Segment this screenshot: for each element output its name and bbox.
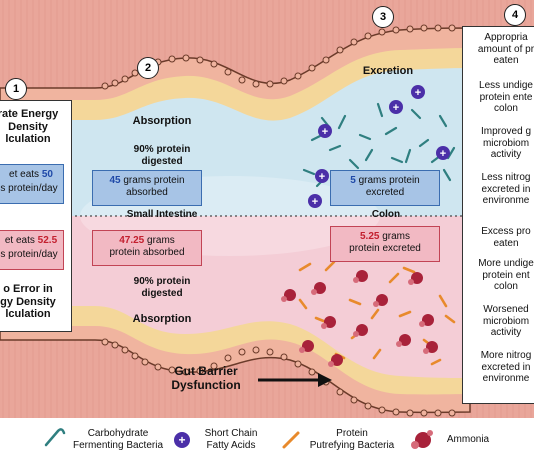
legend-carbohydrate-bacteria-icon: [44, 428, 66, 447]
left-top-amount: 50: [41, 169, 53, 180]
left-top-line2: s protein/day: [0, 183, 58, 194]
step-3-badge: 3: [372, 6, 394, 28]
left-bottom-box: [0, 230, 64, 270]
legend-ammonia-label: Ammonia: [446, 434, 490, 445]
svg-text:+: +: [440, 148, 446, 160]
gut-barrier-label: Gut Barrier Dysfunction: [171, 364, 241, 392]
step-2-badge: 2: [137, 57, 159, 79]
svg-text:+: +: [178, 433, 185, 447]
absorbed-bottom-amount: 47.25: [119, 235, 145, 246]
right-panel: [462, 26, 534, 404]
legend-protein-bacteria-icon: [282, 431, 300, 449]
absorption-top-label: Absorption: [132, 115, 192, 127]
left-panel: [0, 100, 72, 332]
villi-top: [101, 24, 456, 90]
left-bottom-amount: 52.5: [37, 235, 58, 246]
colon-label: Colon: [371, 209, 401, 220]
small-intestine-label: Small Intestine: [126, 209, 198, 220]
svg-text:+: +: [312, 196, 318, 208]
svg-text:+: +: [393, 102, 399, 114]
left-bottom-line1: et eats 52.5: [0, 235, 62, 247]
excreted-bottom-box: [330, 226, 440, 262]
absorbed-top-box: [92, 170, 202, 206]
svg-text:+: +: [319, 171, 325, 183]
protein-bacteria-group: [298, 260, 456, 366]
left-top-title: rate Energy Density lculation: [0, 108, 59, 146]
scfa-group: + + + + + +: [308, 85, 450, 208]
absorbed-bottom-box: [92, 230, 202, 266]
excreted-bottom-amount: 5.25: [359, 231, 380, 242]
absorption-bottom-label: Absorption: [132, 313, 192, 325]
legend-protein-label: Protein Putrefying Bacteria: [309, 428, 395, 451]
excreted-top-text: 5 grams protein excreted: [330, 175, 440, 198]
svg-text:+: +: [322, 126, 328, 138]
digested-top-label: 90% protein digested: [133, 144, 191, 167]
right-bottom-item-4: More nitrog excreted in environme: [480, 350, 532, 384]
right-top-item-1: Appropria amount of pr eaten: [477, 32, 534, 66]
left-top-line1-text: et eats: [9, 169, 42, 180]
legend-scfa-label: Short Chain Fatty Acids: [204, 428, 258, 451]
right-top-item-3: Improved g microbiom activity: [480, 126, 532, 160]
absorbed-bottom-text: 47.25 grams protein absorbed: [92, 235, 202, 258]
right-bottom-item-3: Worsened microbiom activity: [482, 304, 530, 338]
left-bottom-line2: s protein/day: [0, 249, 58, 260]
right-bottom-item-2: More undige protein ent colon: [478, 258, 534, 292]
left-top-box: [0, 164, 64, 204]
legend-scfa-icon: +: [174, 432, 190, 448]
absorbed-bottom-rest: grams protein absorbed: [109, 235, 185, 258]
digested-bottom-label: 90% protein digested: [133, 276, 191, 299]
svg-text:+: +: [415, 87, 421, 99]
step-4-badge: 4: [504, 4, 526, 26]
right-top-item-2: Less undige protein ente colon: [479, 80, 533, 114]
excreted-top-box: [330, 170, 440, 206]
ammonia-group: [281, 270, 438, 367]
excretion-label: Excretion: [362, 65, 414, 77]
absorbed-top-amount: 45: [109, 175, 121, 186]
right-top-item-4: Less nitrog excreted in environme: [481, 172, 531, 206]
excreted-top-amount: 5: [350, 175, 356, 186]
left-top-line1: et eats 50: [0, 169, 62, 181]
absorbed-top-text: 45 grams protein absorbed: [92, 175, 202, 198]
step-1-badge: 1: [5, 78, 27, 100]
left-bottom-title: o Error in gy Density lculation: [0, 283, 56, 321]
excreted-top-rest: grams protein excreted: [358, 175, 420, 198]
legend-carbohydrate-label: Carbohydrate Fermenting Bacteria: [72, 428, 164, 451]
excreted-bottom-text: 5.25 grams protein excreted: [330, 231, 440, 254]
excreted-bottom-rest: grams protein excreted: [349, 231, 421, 254]
legend-ammonia-icon: [411, 430, 433, 449]
absorbed-top-rest: grams protein absorbed: [123, 175, 185, 198]
right-bottom-item-1: Excess pro eaten: [481, 226, 531, 249]
left-bottom-line1-text: et eats: [4, 235, 38, 246]
